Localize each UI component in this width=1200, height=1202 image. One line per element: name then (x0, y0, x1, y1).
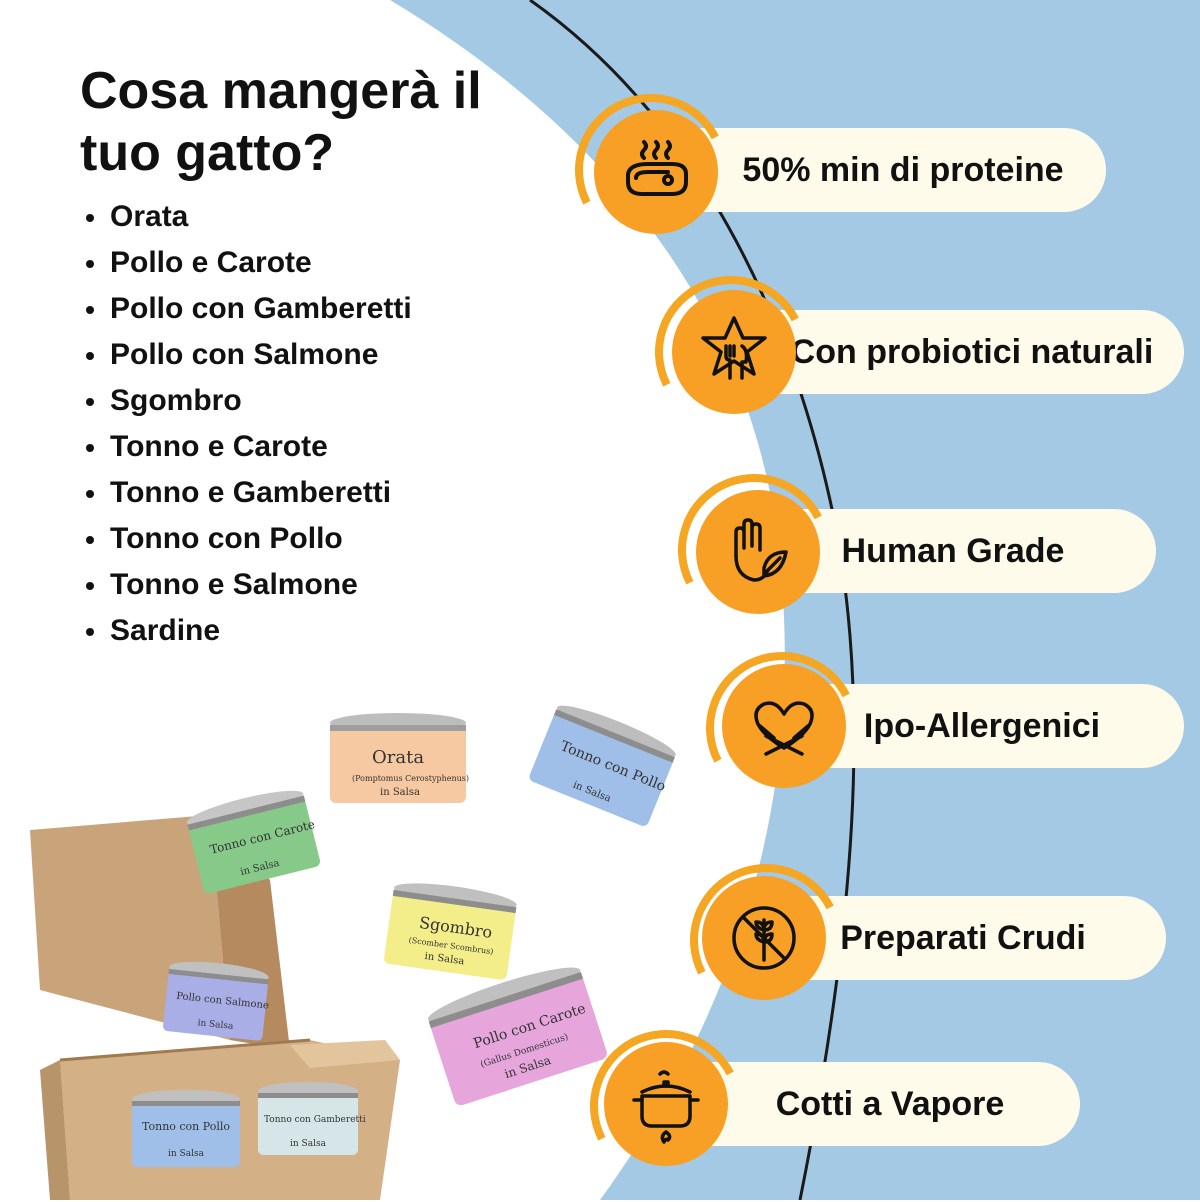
feature-label: Human Grade (841, 531, 1065, 570)
feature-label: 50% min di proteine (742, 150, 1064, 189)
steam-pot-icon (604, 1042, 728, 1166)
can-pollo-carote-pink: Pollo con Carote (Gallus Domesticus) in … (427, 967, 607, 1106)
hand-leaf-icon (696, 490, 820, 614)
can-orata: Orata (Pomptomus Cerostyphenus) in Salsa (330, 713, 469, 803)
flavor-list: Orata Pollo e Carote Pollo con Gamberett… (82, 194, 412, 654)
flavor-item: Orata (82, 194, 412, 240)
flavor-item: Pollo e Carote (82, 240, 412, 286)
feature-label: Preparati Crudi (840, 918, 1086, 957)
can-name: Tonno con Pollo (142, 1120, 230, 1133)
heart-hug-icon (722, 664, 846, 788)
can-sauce: in Salsa (290, 1139, 327, 1149)
feature-label: Con probiotici naturali (790, 332, 1154, 371)
no-grain-icon (702, 876, 826, 1000)
feature-label: Cotti a Vapore (775, 1084, 1005, 1123)
can-sauce: in Salsa (380, 787, 420, 798)
can-tonno-gamberetti-box: Tonno con Gamberetti in Salsa (258, 1082, 366, 1155)
headline: Cosa mangerà il tuo gatto? (80, 62, 482, 182)
can-sauce: in Salsa (168, 1149, 205, 1159)
can-name: Tonno con Gamberetti (264, 1115, 366, 1125)
steak-icon (594, 110, 718, 234)
can-tonno-pollo-blue: Tonno con Pollo in Salsa (529, 705, 676, 826)
flavor-item: Tonno con Pollo (82, 516, 412, 562)
can-tonno-pollo-box: Tonno con Pollo in Salsa (132, 1090, 240, 1167)
flavor-item: Tonno e Gamberetti (82, 470, 412, 516)
feature-label: Ipo-Allergenici (863, 706, 1101, 745)
can-sauce: in Salsa (197, 1018, 234, 1032)
can-tonno-carote-green: Tonno con Carote in Salsa (186, 790, 320, 894)
flavor-item: Sgombro (82, 378, 412, 424)
can-subtitle: (Pomptomus Cerostyphenus) (352, 774, 469, 783)
product-illustration: Orata (Pomptomus Cerostyphenus) in Salsa… (30, 705, 676, 1200)
can-pollo-salmone: Pollo con Salmone in Salsa (163, 961, 269, 1041)
flavor-item: Pollo con Salmone (82, 332, 412, 378)
can-name: Orata (372, 747, 424, 768)
flavor-item: Sardine (82, 608, 412, 654)
flavor-item: Pollo con Gamberetti (82, 286, 412, 332)
flavor-item: Tonno e Salmone (82, 562, 412, 608)
star-cutlery-icon (672, 290, 796, 414)
can-sgombro-yellow: Sgombro (Scomber Scombrus) in Salsa (384, 883, 517, 980)
flavor-item: Tonno e Carote (82, 424, 412, 470)
